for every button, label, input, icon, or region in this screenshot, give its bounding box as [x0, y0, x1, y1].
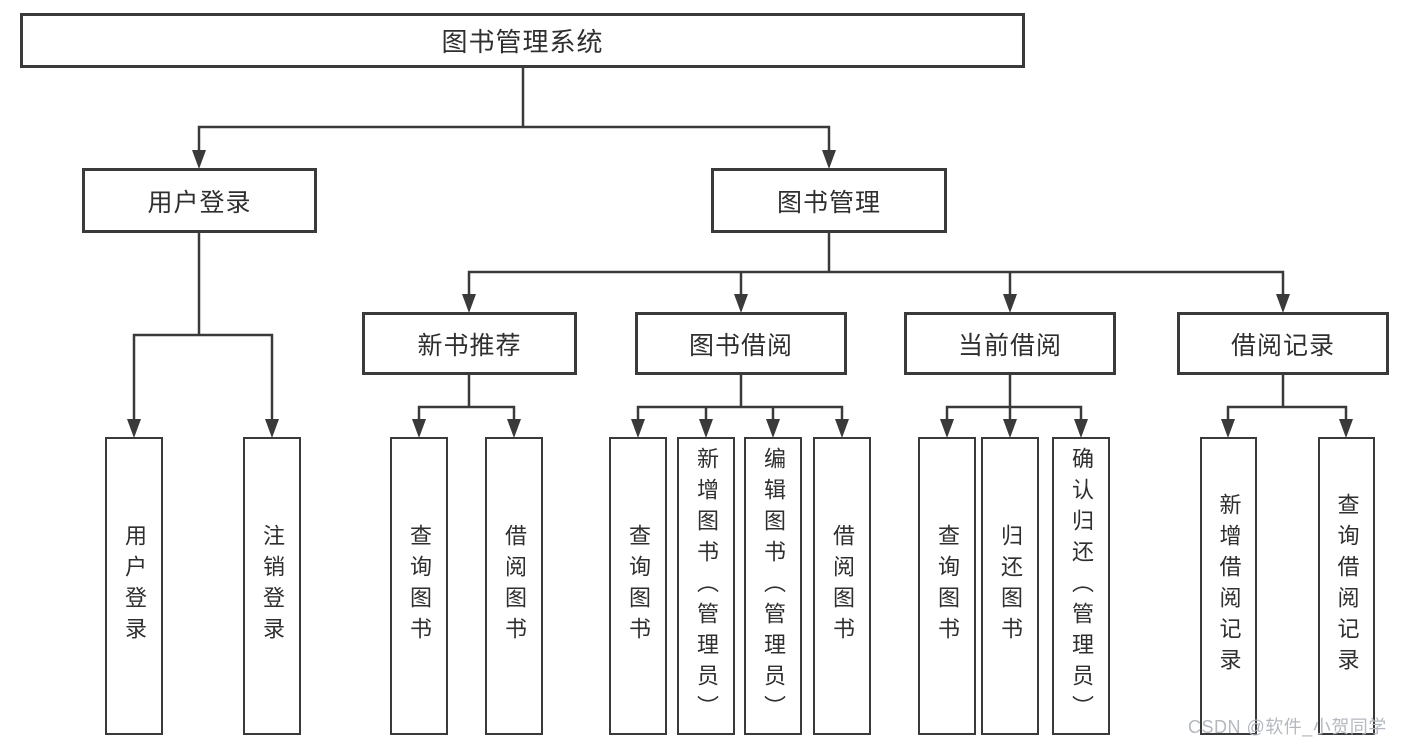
leaf-add-books-admin: 新增图书（管理员） — [677, 437, 735, 735]
leaf-recommend-borrow-books: 借阅图书 — [485, 437, 543, 735]
node-current-borrow: 当前借阅 — [904, 312, 1116, 375]
leaf-edit-books-admin: 编辑图书（管理员） — [744, 437, 802, 735]
connector-shafts — [132, 66, 1348, 422]
leaf-current-query-books: 查询图书 — [918, 437, 976, 735]
node-borrow-records: 借阅记录 — [1177, 312, 1389, 375]
watermark: CSDN @软件_小贺同学 — [1188, 717, 1387, 737]
leaf-borrow-query-books: 查询图书 — [609, 437, 667, 735]
leaf-logout: 注销登录 — [243, 437, 301, 735]
node-user-login: 用户登录 — [82, 168, 317, 233]
leaf-user-login: 用户登录 — [105, 437, 163, 735]
node-new-book-recommend: 新书推荐 — [362, 312, 577, 375]
node-library-system-root: 图书管理系统 — [20, 13, 1025, 68]
leaf-return-books: 归还图书 — [981, 437, 1039, 735]
leaf-add-borrow-record: 新增借阅记录 — [1200, 437, 1257, 735]
node-book-management: 图书管理 — [711, 168, 947, 233]
leaf-query-borrow-record: 查询借阅记录 — [1318, 437, 1375, 735]
leaf-confirm-return-admin: 确认归还（管理员） — [1052, 437, 1110, 735]
arrowheads — [127, 150, 1353, 438]
leaf-borrow-books: 借阅图书 — [813, 437, 871, 735]
node-book-borrow: 图书借阅 — [635, 312, 847, 375]
leaf-recommend-query-books: 查询图书 — [390, 437, 448, 735]
